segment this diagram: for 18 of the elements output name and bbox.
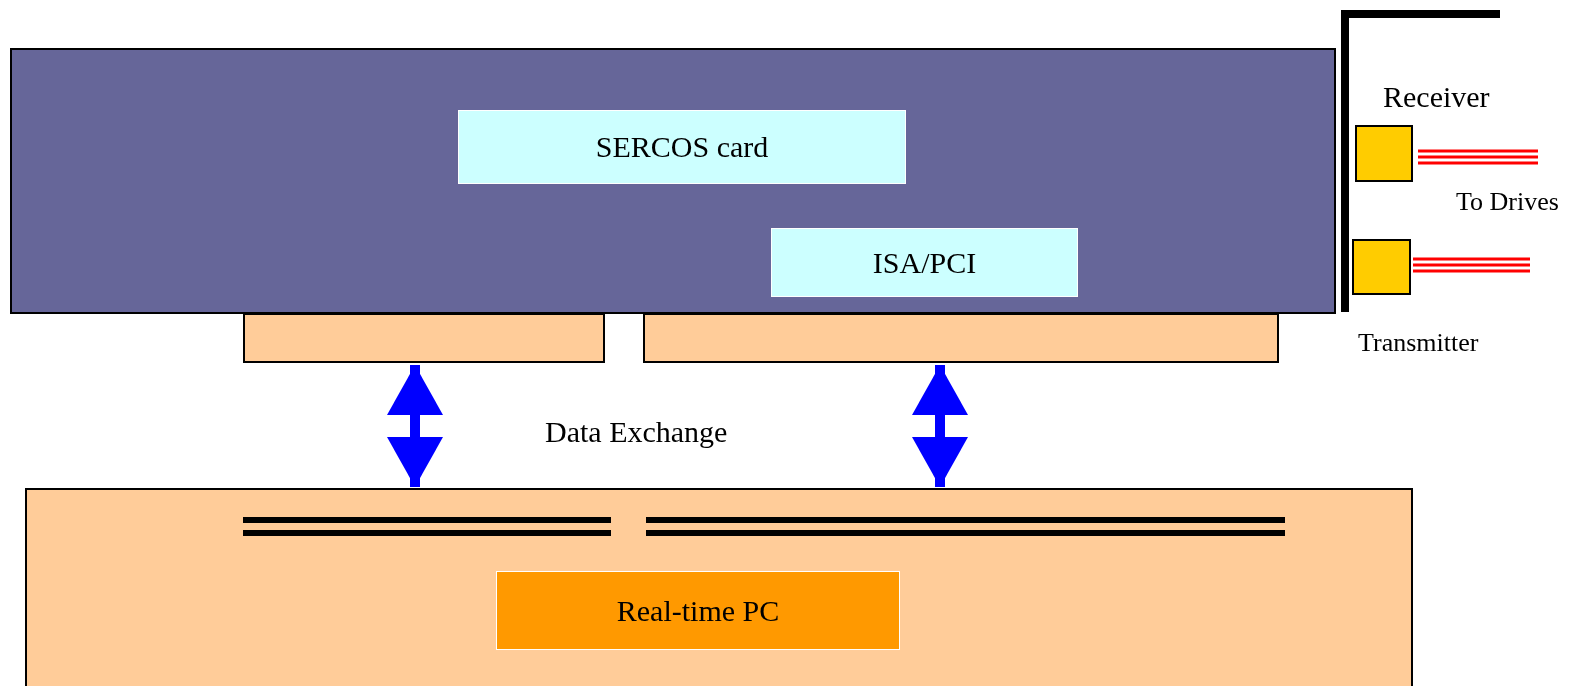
double-arrow xyxy=(912,365,968,487)
edge-connector xyxy=(643,313,1279,363)
cable-label: To Drives xyxy=(1456,187,1559,217)
box-label: ISA/PCI xyxy=(872,245,977,280)
label-box xyxy=(458,110,906,184)
edge-connector xyxy=(243,313,605,363)
box-label: Real-time PC xyxy=(616,593,780,628)
label-box xyxy=(771,228,1078,297)
double-arrow xyxy=(387,365,443,487)
receiver-port xyxy=(1355,125,1413,182)
port-label: Receiver xyxy=(1383,80,1490,114)
box-label: SERCOS card xyxy=(595,130,769,164)
label-box xyxy=(496,571,900,650)
pc-board xyxy=(25,488,1413,686)
transmitter-port xyxy=(1352,239,1411,295)
card-board xyxy=(10,48,1336,314)
annotation-text: Data Exchange xyxy=(545,415,728,449)
port-label: Transmitter xyxy=(1358,328,1479,358)
